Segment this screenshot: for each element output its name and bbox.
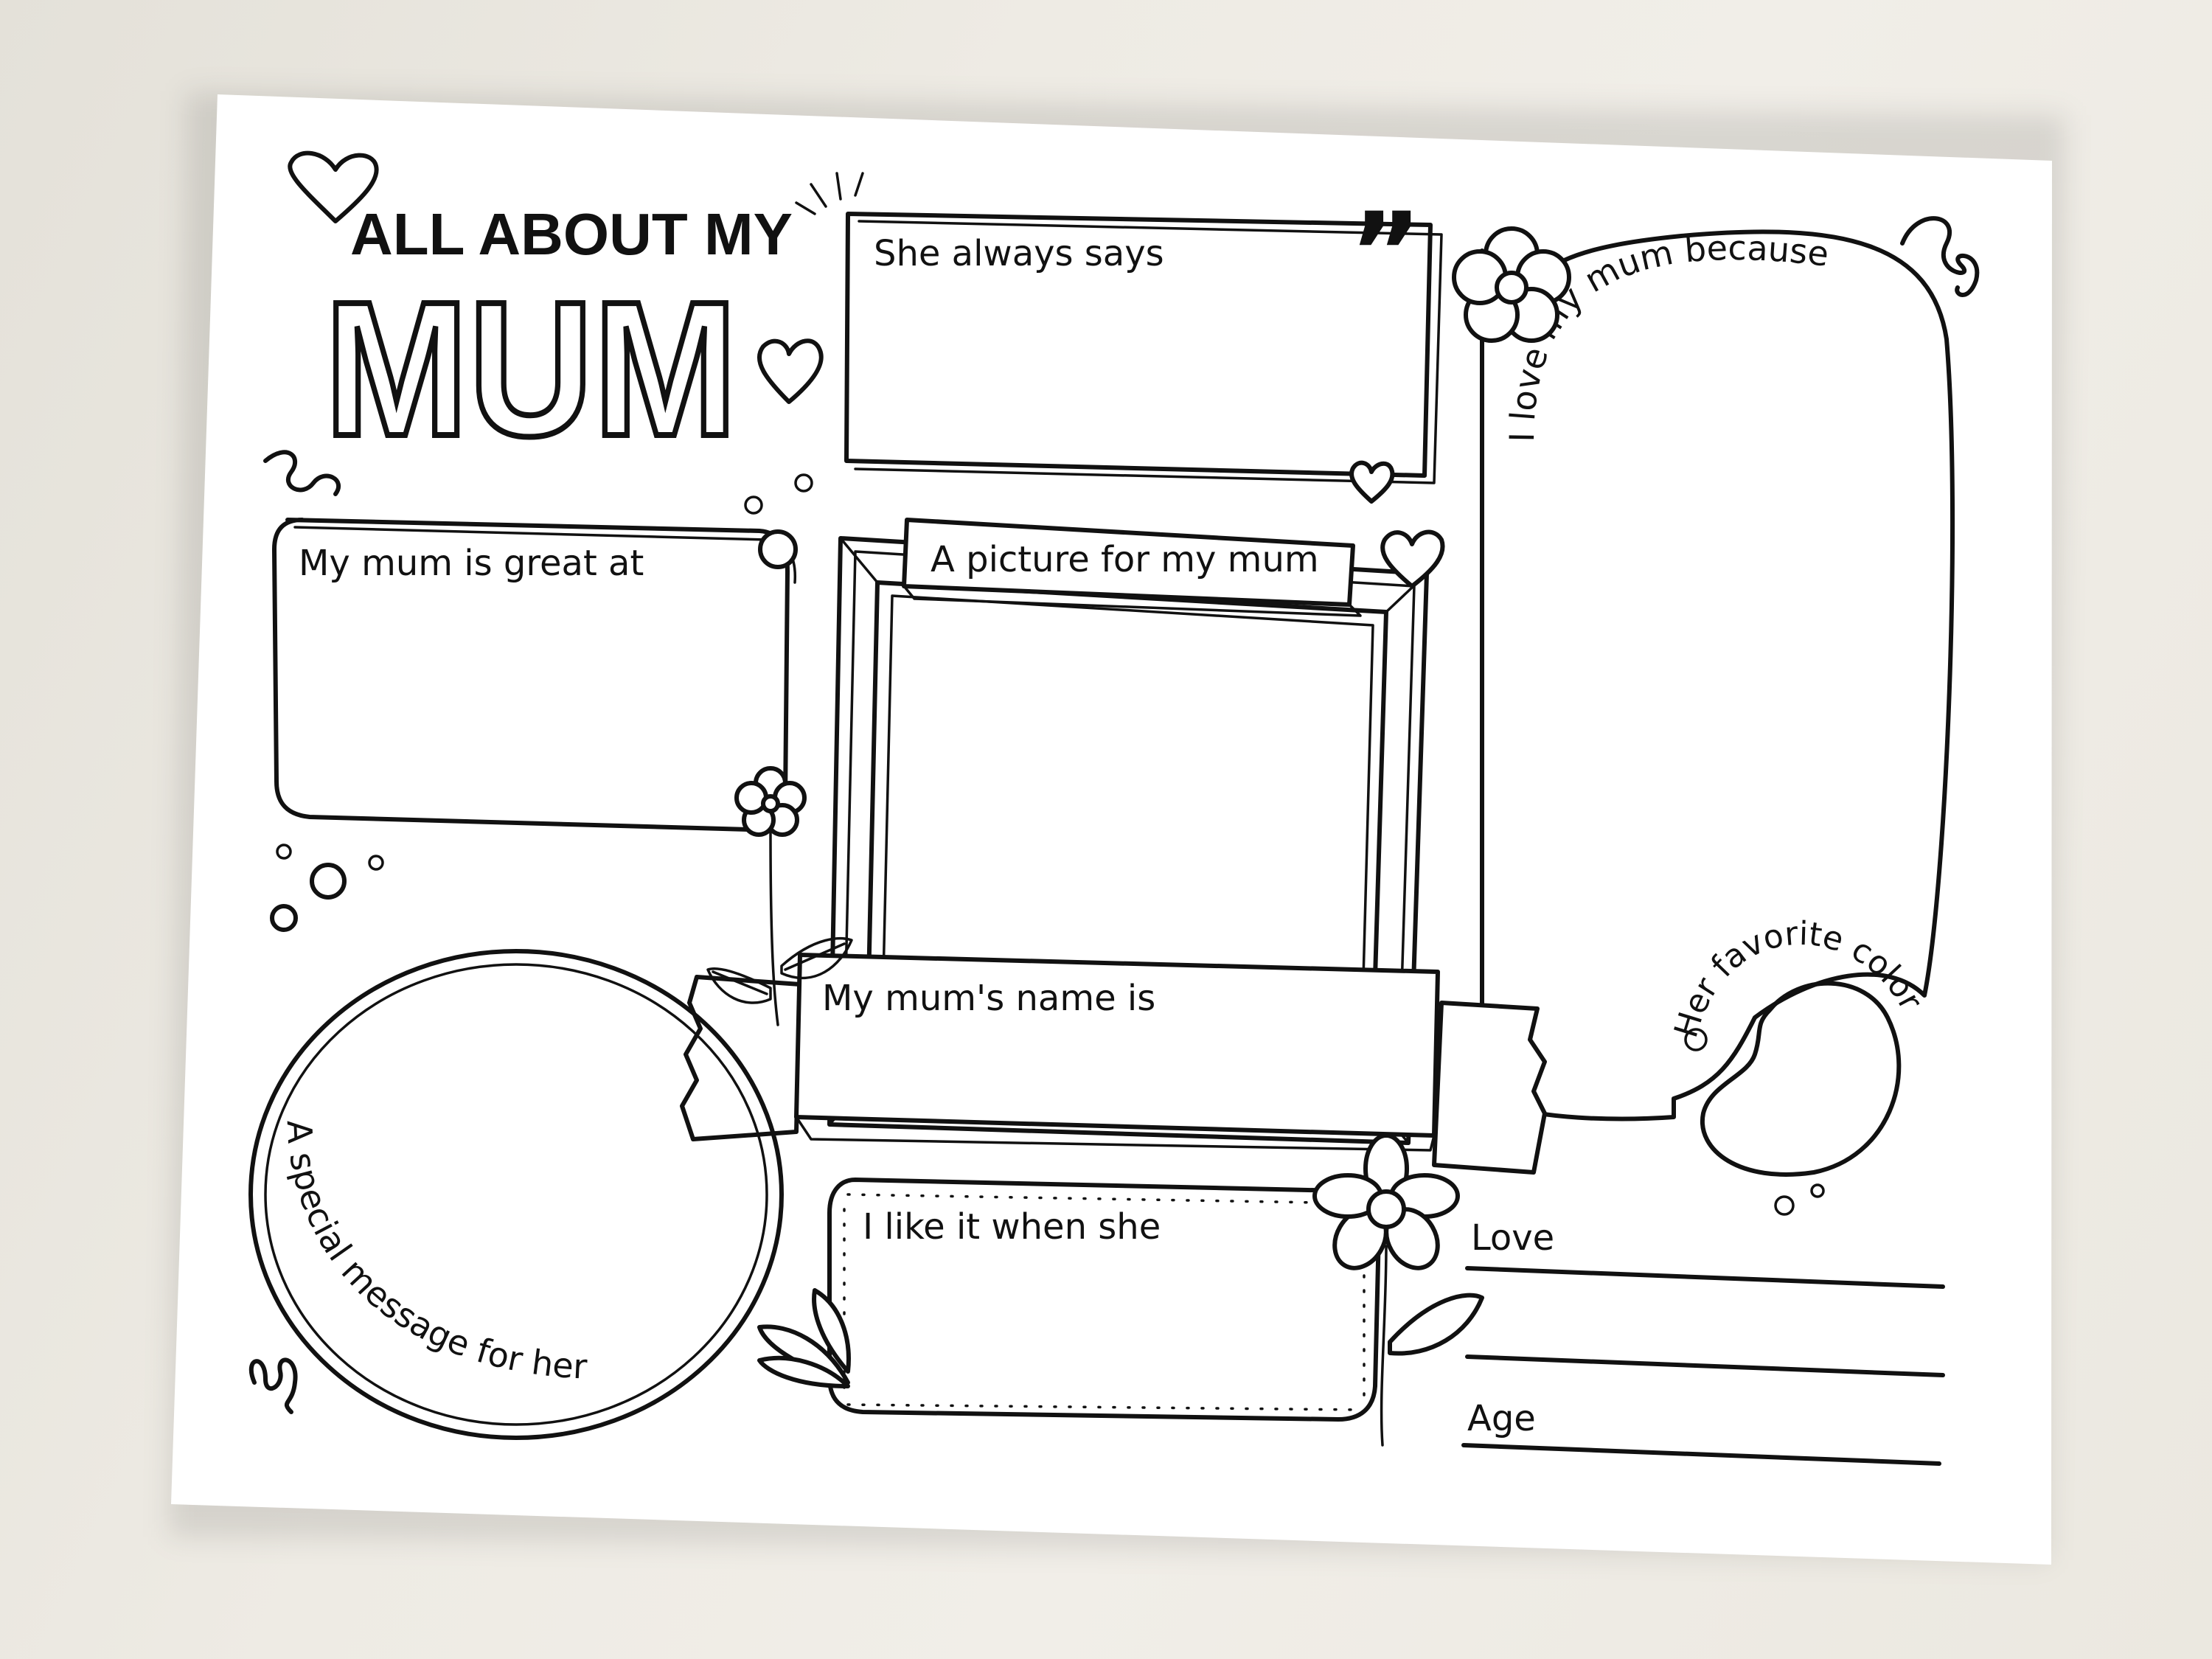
great-at-box[interactable]: My mum is great at [272,473,813,832]
flower-icon [1312,1133,1484,1447]
great-at-label: My mum is great at [299,543,644,584]
love-line-field[interactable]: Love [1465,1217,1945,1377]
paper-sheet [171,94,2052,1565]
bubble-icon [276,844,292,860]
picture-label: A picture for my mum [931,539,1319,580]
age-line-field[interactable]: Age [1461,1398,1941,1466]
bubble-icon [1774,1195,1795,1216]
bubble-icon [794,473,813,493]
sparkle-icon [795,172,864,215]
bubble-icon [270,904,298,932]
bubble-icon [1810,1183,1825,1198]
leaf-icon [812,1288,851,1374]
title-line-2: MUM [324,262,737,476]
age-label: Age [1467,1398,1536,1439]
always-says-label: She always says [874,233,1164,274]
flower-icon [706,766,853,1026]
leaf-icon [780,936,853,980]
squiggle-icon [263,450,341,496]
title-line-1: ALL ABOUT MY [350,201,793,267]
like-when-box[interactable]: I like it when she [757,1178,1381,1422]
always-says-box[interactable]: She always says ” [795,172,1443,504]
bubble-icon [1684,1028,1708,1051]
leaf-icon [757,1356,850,1388]
squiggle-icon [248,1357,298,1414]
quote-icon: ” [1349,189,1422,318]
heart-icon [757,338,824,404]
love-label: Love [1471,1217,1554,1259]
like-when-label: I like it when she [863,1206,1161,1248]
bubble-icon [368,855,384,871]
bubble-icon [758,529,798,569]
squiggle-icon [1900,216,1980,297]
heart-icon [1380,529,1445,588]
bubble-icon [744,495,763,515]
flower-icon [1452,226,1571,343]
bubble-icon [310,863,347,900]
leaf-icon [1388,1293,1484,1356]
heart-icon [288,150,379,223]
name-banner[interactable]: My mum's name is [680,953,1547,1175]
name-label: My mum's name is [822,978,1155,1019]
heart-icon [1349,460,1395,504]
leaf-icon [706,967,772,1004]
